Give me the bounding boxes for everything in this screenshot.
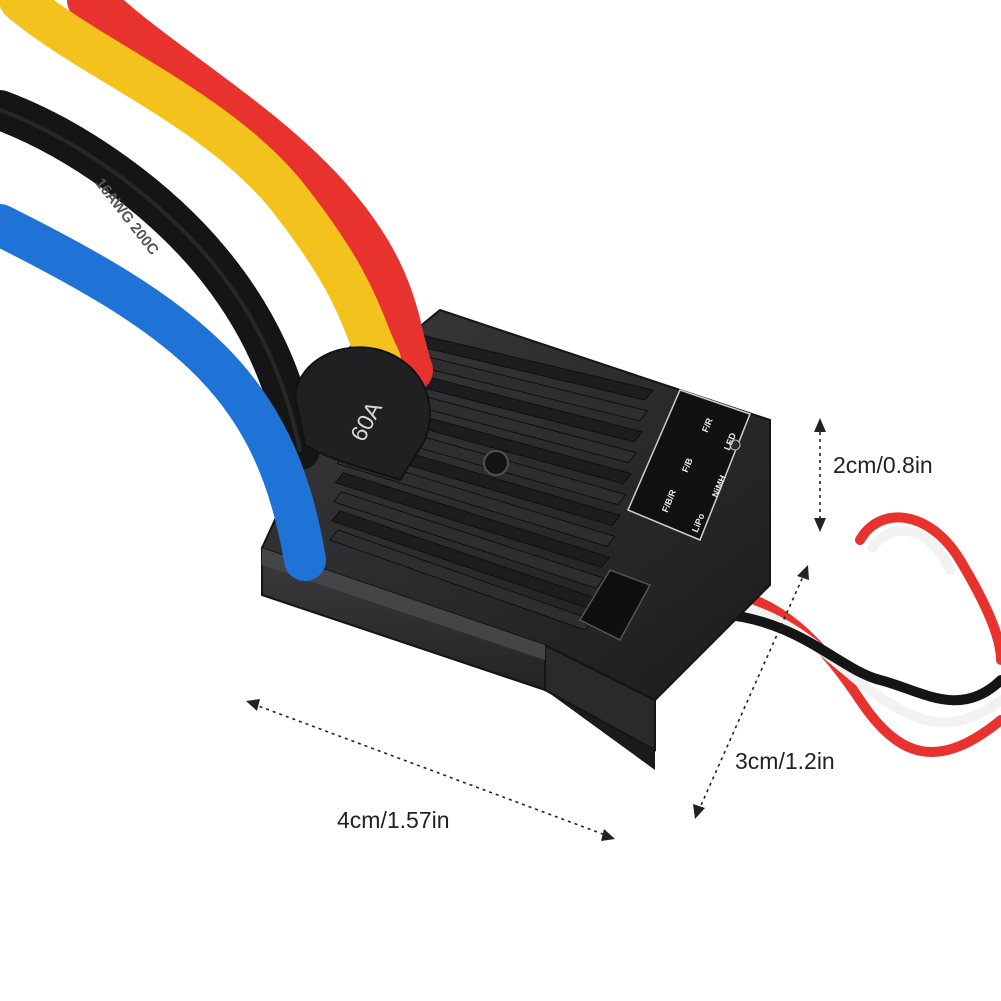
signal-connector	[578, 569, 652, 641]
width-dimension-label: 4cm/1.57in	[337, 807, 450, 833]
wire-clamp	[293, 346, 431, 482]
depth-dimension-label: 3cm/1.2in	[735, 748, 835, 774]
servo-lead	[715, 512, 1001, 757]
jumper-panel	[627, 389, 751, 541]
power-wires	[0, 0, 433, 581]
heatsink-fin	[334, 472, 611, 568]
dimension-lines	[246, 418, 826, 841]
height-dimension-label: 2cm/0.8in	[833, 452, 933, 478]
screw-icon	[483, 450, 509, 476]
heatsink-fin	[332, 491, 605, 589]
